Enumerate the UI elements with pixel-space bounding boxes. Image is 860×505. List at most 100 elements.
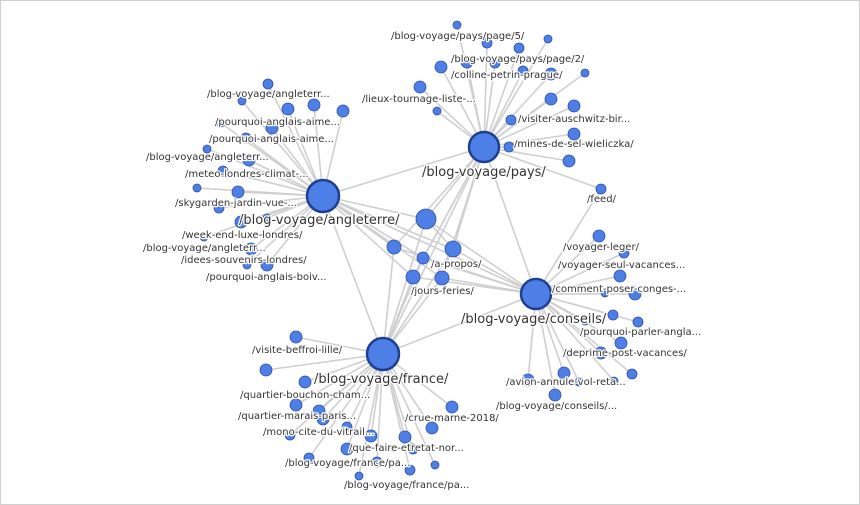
graph-node[interactable]: [289, 330, 303, 344]
node-label: /blog-voyage/conseils/...: [496, 401, 617, 412]
graph-node[interactable]: [505, 114, 517, 126]
graph-node[interactable]: [618, 247, 630, 259]
graph-node[interactable]: [567, 127, 581, 141]
graph-node[interactable]: [594, 346, 608, 360]
graph-node[interactable]: [609, 376, 619, 386]
graph-edge: [483, 47, 520, 148]
graph-edge: [382, 353, 436, 466]
graph-node[interactable]: [398, 430, 412, 444]
graph-node[interactable]: [434, 270, 450, 286]
graph-node[interactable]: [307, 98, 321, 112]
graph-node[interactable]: [386, 239, 402, 255]
graph-node[interactable]: [580, 68, 590, 78]
graph-edge: [358, 353, 384, 477]
graph-node[interactable]: [242, 153, 256, 167]
graph-node[interactable]: [416, 251, 430, 265]
graph-node[interactable]: [600, 288, 610, 298]
graph-node[interactable]: [281, 102, 295, 116]
graph-node[interactable]: [632, 316, 644, 328]
graph-node[interactable]: [298, 375, 312, 389]
graph-node[interactable]: [580, 316, 590, 326]
graph-node[interactable]: [262, 78, 274, 90]
graph-node[interactable]: [404, 464, 416, 476]
graph-node[interactable]: [614, 336, 628, 350]
graph-node[interactable]: [548, 388, 562, 402]
graph-node[interactable]: [628, 287, 642, 301]
graph-node[interactable]: [434, 60, 448, 74]
graph-node[interactable]: [244, 242, 258, 256]
graph-node[interactable]: [237, 96, 247, 106]
graph-node[interactable]: [234, 215, 248, 229]
graph-node[interactable]: [595, 183, 607, 195]
graph-node[interactable]: [521, 373, 535, 387]
graph-node[interactable]: [489, 57, 501, 69]
graph-node[interactable]: [265, 121, 279, 135]
graph-node[interactable]: [592, 229, 606, 243]
graph-node[interactable]: [216, 118, 226, 128]
graph-node[interactable]: [543, 34, 553, 44]
hub-node-pays[interactable]: [467, 130, 501, 164]
graph-node[interactable]: [613, 269, 627, 283]
graph-node[interactable]: [626, 368, 638, 380]
graph-node[interactable]: [567, 99, 581, 113]
graph-edge: [425, 218, 537, 295]
graph-node[interactable]: [340, 442, 354, 456]
graph-node[interactable]: [213, 202, 225, 214]
node-label: /blog-voyage/angleterr...: [207, 89, 330, 100]
graph-node[interactable]: [460, 55, 474, 69]
graph-edge: [382, 293, 537, 355]
graph-node[interactable]: [217, 165, 229, 177]
graph-node[interactable]: [260, 258, 274, 272]
graph-node[interactable]: [513, 42, 525, 54]
node-label: /pourquoi-anglais-aime...: [215, 117, 340, 128]
graph-edge: [206, 148, 324, 197]
graph-node[interactable]: [481, 37, 493, 49]
graph-node[interactable]: [432, 106, 442, 116]
graph-node[interactable]: [202, 144, 212, 154]
hub-node-angleterre[interactable]: [305, 178, 341, 214]
graph-node[interactable]: [503, 141, 515, 153]
graph-node[interactable]: [289, 398, 303, 412]
graph-edge: [218, 195, 324, 209]
graph-node[interactable]: [544, 92, 558, 106]
graph-node[interactable]: [452, 20, 462, 30]
graph-node[interactable]: [192, 183, 202, 193]
graph-node[interactable]: [425, 421, 439, 435]
node-label: /colline-petrin-prague/: [451, 70, 563, 81]
graph-node[interactable]: [407, 443, 419, 455]
graph-node[interactable]: [316, 412, 330, 426]
hub-node-conseils[interactable]: [519, 277, 553, 311]
graph-node[interactable]: [405, 269, 421, 285]
graph-node[interactable]: [557, 366, 571, 380]
graph-node[interactable]: [354, 471, 364, 481]
node-label: /voyager-leger/: [563, 242, 640, 253]
graph-node[interactable]: [199, 232, 209, 242]
graph-node[interactable]: [517, 65, 529, 77]
graph-node[interactable]: [284, 429, 296, 441]
graph-node[interactable]: [430, 460, 440, 470]
graph-node[interactable]: [259, 363, 273, 377]
graph-node[interactable]: [413, 80, 427, 94]
graph-node[interactable]: [242, 260, 252, 270]
graph-node[interactable]: [415, 208, 437, 230]
hub-node-france[interactable]: [365, 336, 401, 372]
graph-edge: [382, 353, 411, 471]
node-label: /idees-souvenirs-londres/: [181, 255, 307, 266]
graph-node[interactable]: [445, 400, 459, 414]
graph-node[interactable]: [341, 421, 353, 433]
graph-node[interactable]: [544, 67, 558, 81]
graph-node[interactable]: [562, 154, 576, 168]
graph-node[interactable]: [240, 132, 252, 144]
graph-node[interactable]: [444, 240, 462, 258]
graph-node[interactable]: [336, 104, 350, 118]
node-label: /pourquoi-anglais-boiv...: [206, 272, 327, 283]
graph-edge: [483, 42, 488, 148]
graph-node[interactable]: [262, 213, 272, 223]
graph-node[interactable]: [371, 456, 383, 468]
graph-node[interactable]: [364, 429, 378, 443]
graph-edge: [322, 195, 384, 355]
graph-node[interactable]: [607, 309, 619, 321]
graph-node[interactable]: [574, 377, 584, 387]
graph-node[interactable]: [231, 185, 245, 199]
graph-node[interactable]: [303, 452, 315, 464]
